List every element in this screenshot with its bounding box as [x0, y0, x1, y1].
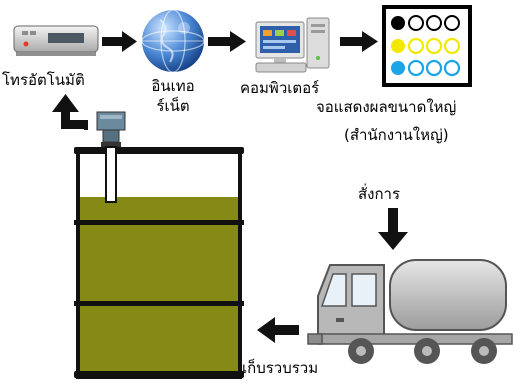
command-label: สั่งการ	[358, 185, 401, 203]
level-sensor-icon	[96, 111, 126, 147]
arrow-phone-to-internet	[102, 31, 137, 52]
internet-globe-icon	[141, 9, 205, 73]
arrow-internet-to-computer	[208, 31, 246, 52]
tanker-truck-icon	[307, 259, 513, 364]
truck-wheel	[471, 338, 497, 364]
display-row-cyan	[391, 59, 461, 77]
arrow-computer-to-display	[340, 31, 378, 52]
autodial-label: โทรอัตโนมัติ	[2, 71, 85, 89]
arrow-command-to-truck	[378, 208, 408, 250]
display-label-line2: (สำนักงานใหญ่)	[344, 126, 449, 144]
truck-wheel	[414, 338, 440, 364]
large-display-board-icon	[382, 5, 472, 87]
desktop-computer-icon	[255, 17, 330, 73]
display-row-yellow	[391, 37, 461, 55]
internet-label-line2: ร์เน็ต	[156, 97, 190, 115]
truck-wheel	[348, 338, 374, 364]
internet-label: อินเทอ ร์เน็ต	[140, 76, 206, 116]
storage-tank	[74, 146, 244, 379]
display-label-line1: จอแสดงผลขนาดใหญ่	[316, 98, 457, 116]
arrow-sensor-to-phone	[52, 94, 88, 130]
computer-label: คอมพิวเตอร์	[240, 79, 320, 97]
arrow-truck-to-tank	[257, 317, 299, 343]
display-row-black	[391, 15, 460, 31]
autodial-device-icon	[13, 25, 99, 56]
sensor-probe	[105, 146, 117, 203]
internet-label-line1: อินเทอ	[151, 77, 195, 95]
collect-label: เก็บรวบรวม	[242, 359, 319, 377]
tank-liquid	[80, 197, 238, 375]
truck-tank	[389, 259, 507, 331]
